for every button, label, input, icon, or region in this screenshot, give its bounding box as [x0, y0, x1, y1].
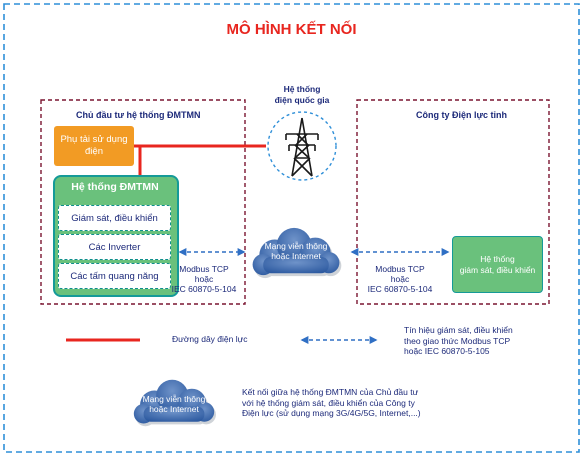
- component-inverters: Các Inverter: [58, 234, 171, 260]
- grid-circle: [267, 111, 337, 181]
- grid-label-line2: điện quốc gia: [274, 95, 330, 105]
- cloud-center-line1: Mạng viễn thông: [264, 241, 328, 251]
- power-company-section-title: Công ty Điện lực tỉnh: [416, 110, 508, 120]
- load-box: Phụ tải sử dụng điện: [54, 126, 134, 166]
- diagram-title: MÔ HÌNH KẾT NỐI: [226, 21, 357, 38]
- legend-connection-line3: Điện lực (sử dụng mạng 3G/4G/5G, Interne…: [242, 408, 421, 418]
- power-company-box-line2: giám sát, điều khiển: [459, 264, 536, 275]
- protocol-left-line1: Modbus TCP: [179, 264, 229, 274]
- legend-signal-line1: Tín hiệu giám sát, điều khiển: [404, 325, 513, 335]
- component-label: Các Inverter: [88, 241, 141, 253]
- grid-label: Hệ thống điện quốc gia: [262, 84, 342, 106]
- investor-section-border: [40, 99, 246, 305]
- power-company-system-box: Hệ thống giám sát, điều khiển: [452, 236, 543, 293]
- component-solar-panels: Các tấm quang năng: [58, 263, 171, 289]
- protocol-left-line3: IEC 60870-5-104: [171, 284, 237, 294]
- legend-cloud-line1: Mạng viễn thông: [142, 394, 206, 404]
- protocol-right-line3: IEC 60870-5-104: [367, 284, 433, 294]
- protocol-left-label: Modbus TCP hoặc IEC 60870-5-104: [166, 264, 242, 294]
- load-box-label: Phụ tải sử dụng điện: [60, 134, 128, 157]
- outer-frame: [3, 3, 580, 453]
- power-tower-icon: [285, 117, 319, 177]
- protocol-right-label: Modbus TCP hoặc IEC 60870-5-104: [362, 264, 438, 294]
- protocol-right-line2: hoặc: [390, 274, 410, 284]
- legend-power-line-label: Đường dây điện lực: [172, 334, 248, 344]
- cloud-center-line2: hoặc Internet: [271, 251, 321, 261]
- power-company-box-line1: Hệ thống: [480, 253, 515, 264]
- grid-label-line1: Hệ thống: [283, 84, 321, 94]
- cloud-center-label: Mạng viễn thông hoặc Internet: [250, 241, 342, 261]
- pv-system-title: Hệ thống ĐMTMN: [71, 181, 159, 193]
- legend-connection-label: Kết nối giữa hệ thống ĐMTMN của Chủ đầu …: [242, 387, 421, 419]
- legend-signal-line2: theo giao thức Modbus TCP: [404, 335, 511, 346]
- investor-section-title: Chủ đầu tư hệ thống ĐMTMN: [76, 110, 201, 120]
- component-monitoring-control: Giám sát, điều khiển: [58, 205, 171, 231]
- component-label: Giám sát, điều khiển: [71, 212, 158, 224]
- legend-cloud-line2: hoặc Internet: [149, 404, 199, 414]
- legend-signal-line3: hoặc IEC 60870-5-105: [404, 346, 490, 356]
- legend-signal-label: Tín hiệu giám sát, điều khiển theo giao …: [404, 325, 513, 357]
- legend-connection-line1: Kết nối giữa hệ thống ĐMTMN của Chủ đầu …: [242, 387, 419, 397]
- protocol-left-line2: hoặc: [194, 274, 214, 284]
- protocol-right-line1: Modbus TCP: [375, 264, 425, 274]
- component-label: Các tấm quang năng: [70, 270, 159, 282]
- legend-cloud-label: Mạng viễn thông hoặc Internet: [130, 394, 218, 414]
- legend-connection-line2: với hệ thống giám sát, điều khiển của Cô…: [242, 397, 415, 408]
- power-company-section-border: [356, 99, 550, 305]
